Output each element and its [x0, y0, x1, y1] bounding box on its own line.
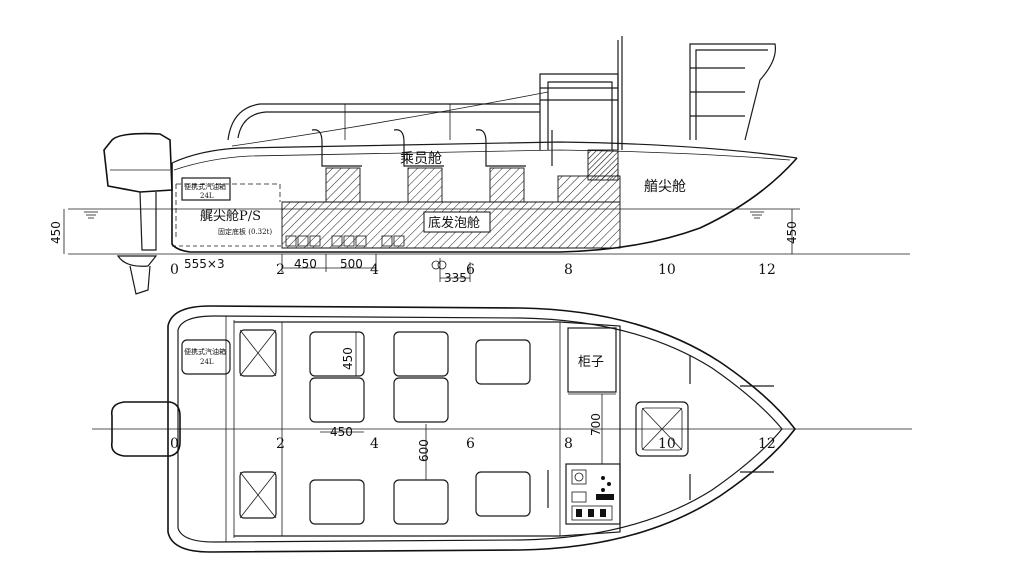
- profile-view: [63, 36, 910, 295]
- hatch-aft-top: [239, 329, 277, 377]
- label-foam-cabin: 底发泡舱: [428, 215, 480, 231]
- station-label: 4: [370, 262, 379, 278]
- dim-span-a: 450: [294, 257, 317, 271]
- station-label: 10: [658, 262, 676, 278]
- outboard-plan: [110, 401, 181, 457]
- sheer-line-inner: [173, 149, 791, 171]
- station-label: 0: [170, 436, 179, 452]
- dim-cabinet-width: 700: [589, 413, 603, 436]
- label-fixed-floor: 固定底板 (0.32t): [218, 227, 272, 236]
- label-cabinet: 柜子: [578, 355, 604, 370]
- hatch-aft-bottom: [239, 471, 277, 519]
- plan-view: [92, 305, 912, 553]
- floor-boxes: [285, 235, 405, 247]
- label-fuel-tank-plan: 便携式汽油箱: [184, 347, 226, 356]
- rail-curve: [231, 91, 549, 147]
- fuel-tank-plan: [181, 339, 231, 375]
- hull-profile: [171, 157, 798, 253]
- dim-aisle: 600: [417, 439, 431, 462]
- station-label: 10: [658, 436, 676, 452]
- seats-profile: [311, 129, 553, 167]
- dim-span-c: 335: [444, 271, 467, 285]
- profile-station-labels: 0 2 4 6 8 10 12: [170, 262, 776, 278]
- dim-span-b: 500: [340, 257, 363, 271]
- foam-label-box: [423, 211, 491, 233]
- frame-symbol: [431, 260, 441, 270]
- fuel-tank-profile: [181, 177, 231, 201]
- station-label: 6: [466, 436, 475, 452]
- label-stern-cabin: 艉尖舱P/S: [200, 209, 261, 224]
- sheer-line: [171, 141, 798, 164]
- dim-seat-width: 450: [330, 425, 353, 439]
- station-label: 6: [466, 262, 475, 278]
- seats-plan: [309, 331, 531, 525]
- hull-plan-inner: [177, 315, 783, 543]
- deck-edge: [225, 316, 235, 542]
- station-label: 0: [170, 262, 179, 278]
- dim-left-depth: 450: [49, 221, 63, 244]
- waterline-symbol-right: [750, 211, 764, 219]
- dim-right-depth: 450: [785, 221, 799, 244]
- plan-station-labels: 0 2 4 6 8 10 12: [170, 436, 776, 452]
- frame-symbol: [437, 260, 447, 270]
- station-label: 8: [564, 262, 573, 278]
- console-block: [587, 149, 619, 181]
- seat-base-2: [407, 167, 443, 203]
- seat-base-1: [325, 167, 361, 203]
- hatch-bow: [635, 401, 689, 457]
- dim-seat-length: 450: [341, 347, 355, 370]
- label-fuel-capacity-profile: 24L: [200, 192, 214, 200]
- bow-rail: [689, 43, 777, 141]
- console-plan: [565, 463, 621, 525]
- station-label: 2: [276, 262, 285, 278]
- seat-base-3: [489, 167, 525, 203]
- station-label: 12: [758, 436, 776, 452]
- label-fuel-capacity-plan: 24L: [200, 358, 214, 366]
- station-label: 2: [276, 436, 285, 452]
- station-label: 4: [370, 436, 379, 452]
- station-label: 12: [758, 262, 776, 278]
- cabinet: [567, 327, 617, 393]
- station-label: 8: [564, 436, 573, 452]
- windshield-frame: [539, 73, 619, 150]
- cockpit-outline: [234, 321, 621, 537]
- label-fuel-tank-profile: 便携式汽油箱: [184, 182, 226, 191]
- side-rail: [227, 103, 540, 141]
- outboard-motor: [103, 132, 173, 295]
- hull-plan: [167, 305, 797, 553]
- dim-spacing: 555×3: [184, 257, 225, 271]
- label-bow-cabin: 艏尖舱: [644, 179, 686, 195]
- label-crew-cabin: 乘员舱: [400, 151, 442, 167]
- stern-cabin-outline: [175, 183, 281, 240]
- waterline-symbol-left: [84, 211, 98, 219]
- bow-fittings: [689, 356, 774, 500]
